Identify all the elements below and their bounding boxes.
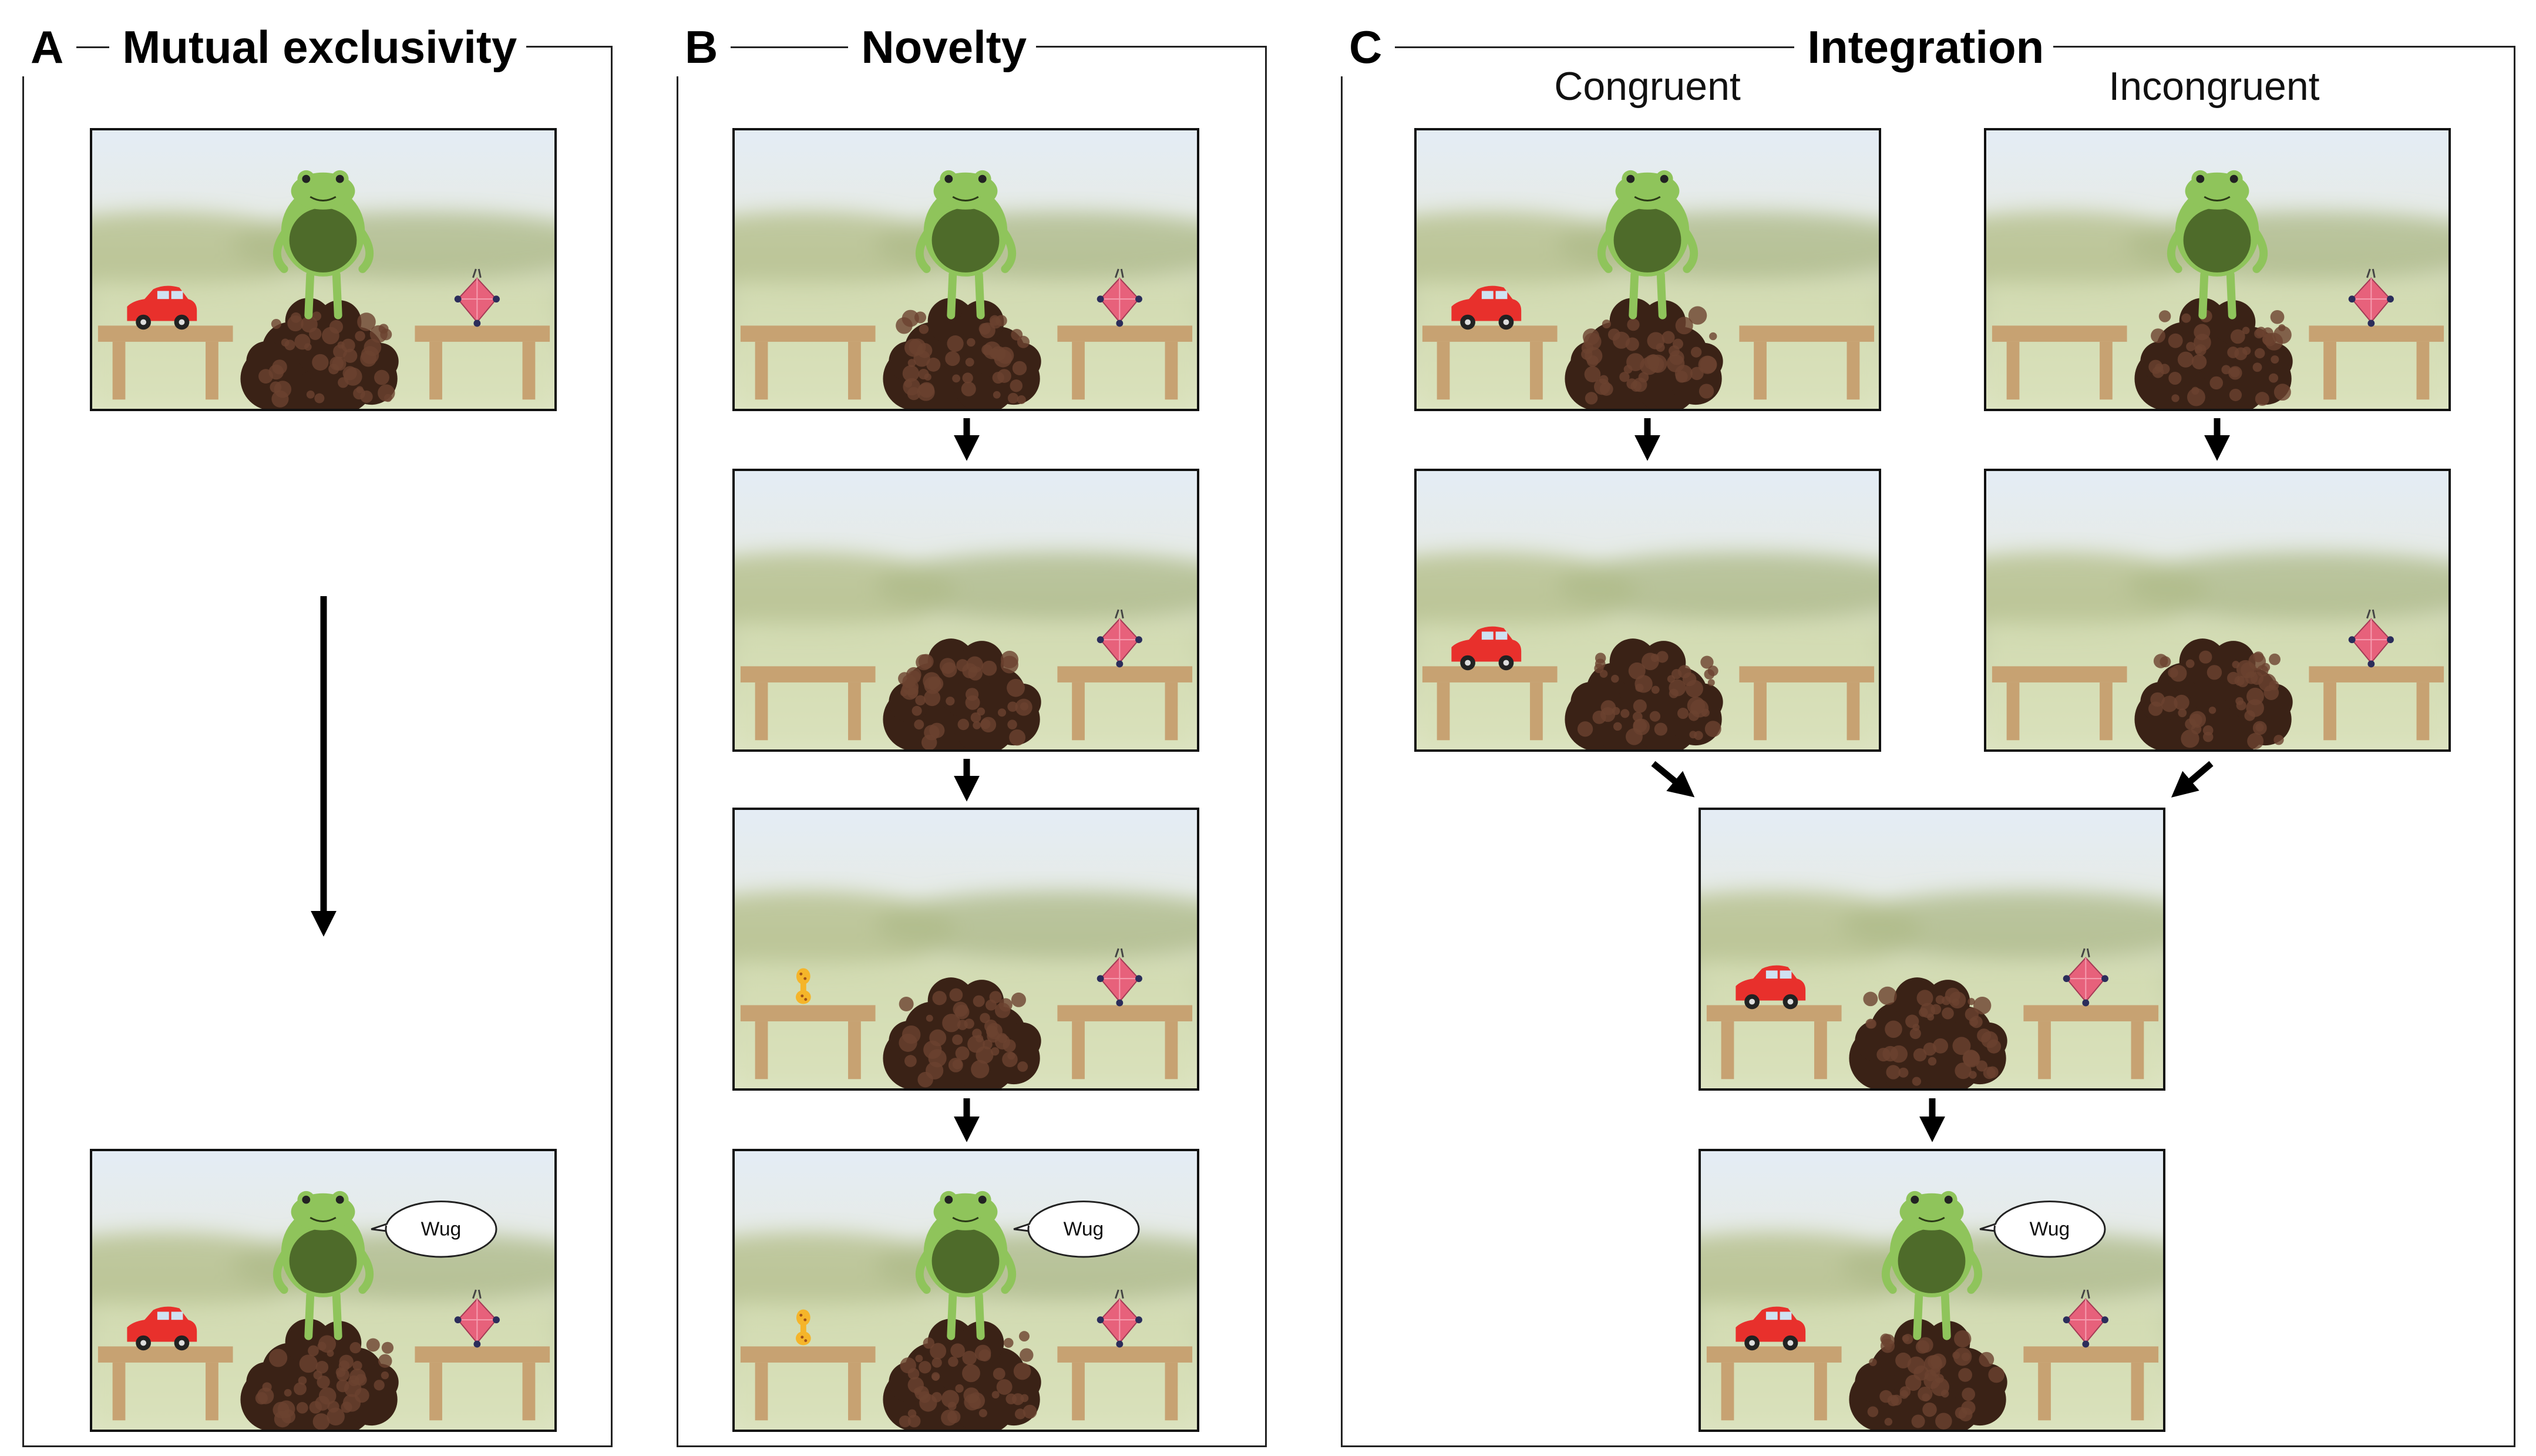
- arrow-c-right-2: [2180, 764, 2211, 790]
- arrow-c-left-2: [1653, 764, 1686, 790]
